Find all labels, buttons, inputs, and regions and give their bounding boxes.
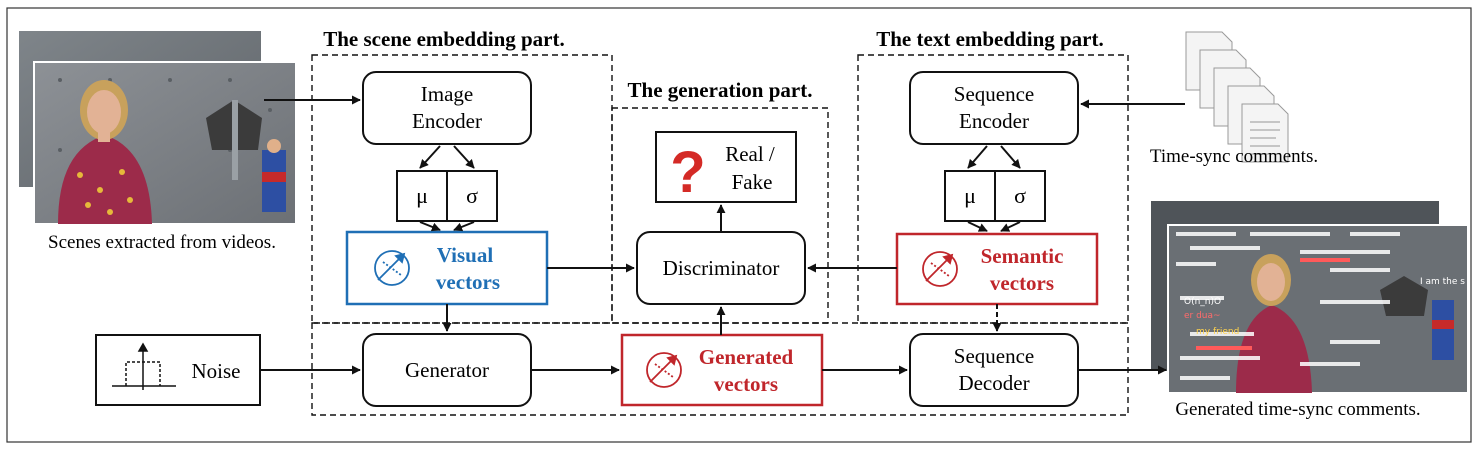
overlay-comment-4: I am the s [1420, 277, 1465, 287]
visual-vectors-box [345, 230, 549, 306]
real-fake-label-1: Real / [725, 142, 775, 166]
real-fake-box [655, 131, 797, 203]
scene-sigma-label: σ [466, 183, 478, 208]
scene-mu-label: μ [416, 183, 428, 208]
generated-vectors-label-1: Generated [699, 345, 794, 369]
noise-distribution-icon [112, 342, 176, 390]
overlay-comment-1: er dua~ [1184, 311, 1221, 321]
arrows [260, 95, 1185, 375]
generated-vectors-label-2: vectors [714, 372, 778, 396]
generated-comments-screenshot: er dua~ my friend O(n_n)O I am the s [1149, 199, 1469, 394]
generated-comments-caption: Generated time-sync comments. [1175, 399, 1420, 420]
image-encoder-label-1: Image [421, 82, 473, 106]
generation-section-title: The generation part. [628, 78, 813, 102]
comments-caption: Time-sync comments. [1150, 146, 1318, 167]
noise-box [95, 334, 261, 406]
overlay-comment-3: O(n_n)O [1184, 297, 1221, 307]
scene-section-title: The scene embedding part. [323, 27, 565, 51]
text-section-title: The text embedding part. [876, 27, 1104, 51]
text-sigma-box [994, 170, 1046, 222]
scene-mu-box [396, 170, 448, 222]
overlay-comment-2: my friend [1196, 327, 1239, 337]
generated-vector-icon [646, 352, 682, 388]
sequence-encoder-label-2: Encoder [959, 109, 1029, 133]
question-mark-icon: ? [670, 140, 705, 205]
image-encoder-label-2: Encoder [412, 109, 482, 133]
sequence-decoder-label-1: Sequence [954, 344, 1034, 368]
sequence-encoder-label-1: Sequence [954, 82, 1034, 106]
semantic-vectors-label-1: Semantic [981, 244, 1064, 268]
visual-vectors-label-1: Visual [437, 243, 494, 267]
generation-region [611, 107, 829, 324]
visual-vectors-label-2: vectors [436, 270, 500, 294]
scenes-caption: Scenes extracted from videos. [48, 232, 276, 253]
scene-sigma-box [446, 170, 498, 222]
sequence-decoder-label-2: Decoder [958, 371, 1029, 395]
documents-icon [1185, 31, 1289, 163]
generator-label: Generator [405, 358, 489, 382]
sequence-encoder-box [909, 71, 1079, 145]
noise-label: Noise [192, 359, 241, 383]
image-encoder-box [362, 71, 532, 145]
discriminator-label: Discriminator [663, 256, 780, 280]
text-mu-label: μ [964, 183, 976, 208]
visual-vector-icon [374, 250, 410, 286]
scene-thumbnails [17, 29, 297, 225]
semantic-vector-icon [922, 251, 958, 287]
text-sigma-label: σ [1014, 183, 1026, 208]
semantic-vectors-box [895, 232, 1099, 306]
real-fake-label-2: Fake [732, 170, 773, 194]
outer-frame [6, 7, 1472, 443]
semantic-vectors-label-2: vectors [990, 271, 1054, 295]
